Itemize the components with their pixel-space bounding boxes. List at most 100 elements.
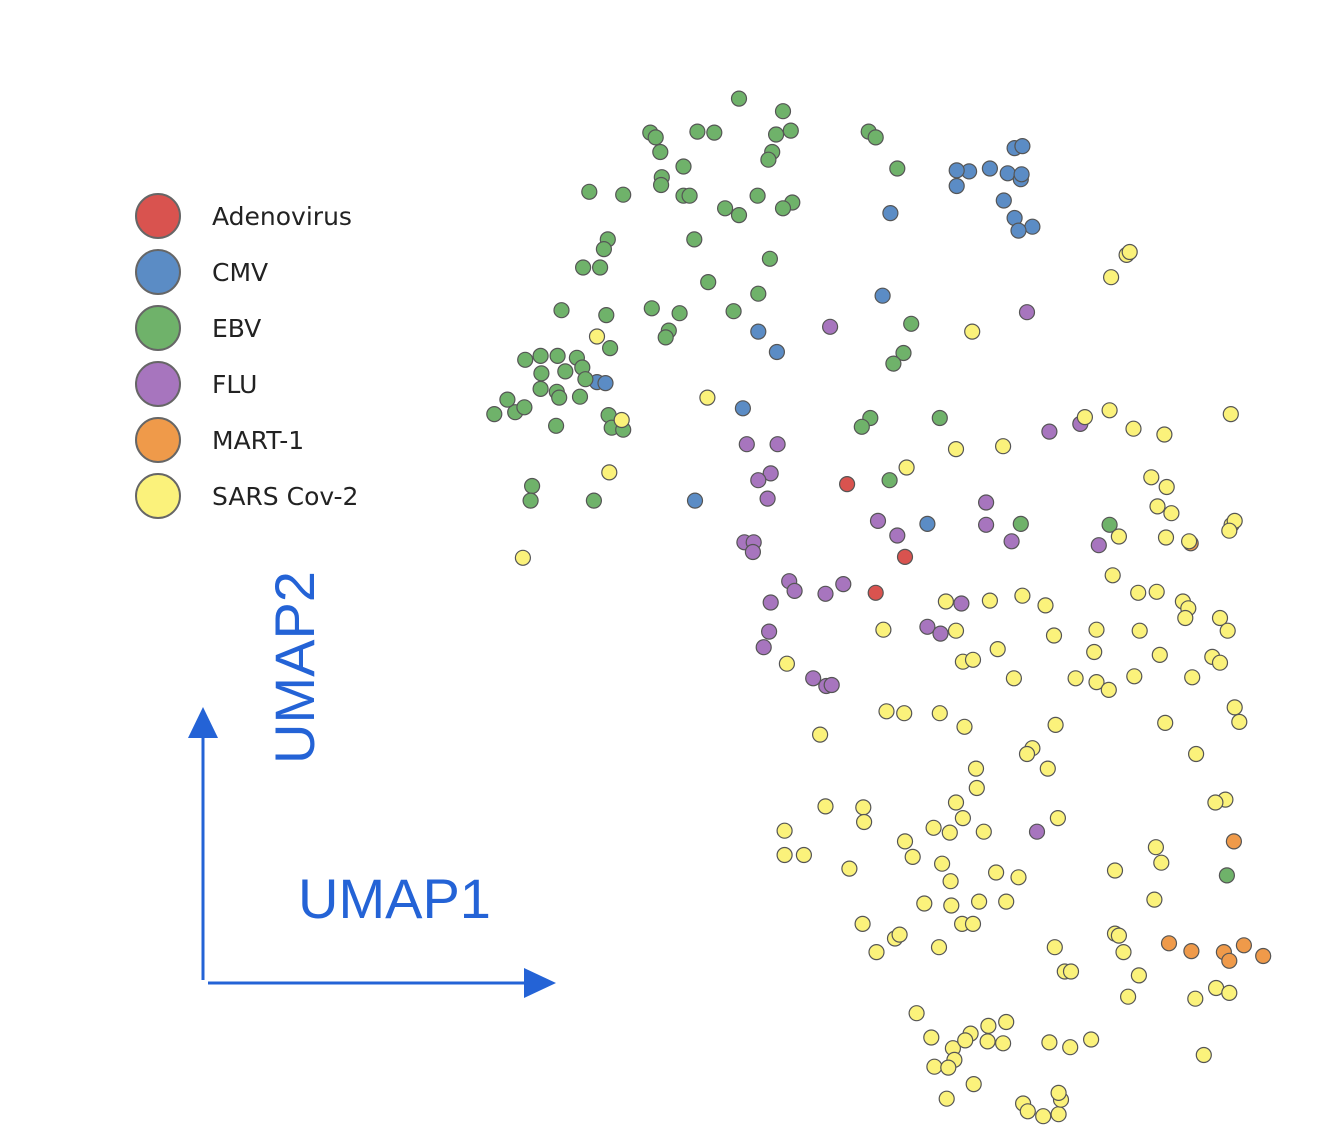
data-point (1106, 862, 1124, 879)
data-point (774, 103, 792, 120)
data-point (532, 347, 549, 364)
data-point (1125, 420, 1142, 437)
data-point (1231, 713, 1248, 731)
data-point (776, 846, 793, 864)
data-point (948, 162, 965, 179)
data-point (557, 363, 574, 380)
data-point (647, 129, 664, 146)
data-point (1049, 809, 1067, 827)
data-point (932, 625, 949, 642)
data-point (762, 594, 779, 611)
data-point (937, 593, 955, 610)
data-point (868, 943, 885, 961)
data-point (1045, 627, 1063, 644)
data-point (854, 915, 871, 933)
data-point (716, 200, 734, 217)
data-point (942, 873, 959, 890)
data-point (938, 1090, 955, 1107)
data-point (1130, 584, 1147, 601)
data-point (835, 575, 852, 593)
data-point (1211, 654, 1229, 671)
legend-item: MART-1 (135, 417, 304, 463)
data-point (994, 1035, 1012, 1052)
data-point (533, 365, 550, 382)
legend-item: Adenovirus (135, 193, 352, 239)
data-point (689, 123, 706, 140)
legend-item: EBV (135, 305, 261, 351)
data-point (549, 347, 566, 364)
data-point (925, 819, 942, 836)
data-point (761, 250, 779, 267)
data-point (686, 492, 704, 509)
data-point (786, 582, 803, 600)
data-point (1146, 891, 1163, 908)
data-point (1126, 668, 1143, 685)
data-point (1076, 409, 1094, 426)
axis-guide: UMAP1 UMAP2 (188, 571, 556, 998)
data-point (486, 406, 503, 423)
data-point (657, 329, 674, 346)
data-point (1177, 609, 1194, 627)
data-point (598, 307, 615, 324)
data-point (1018, 745, 1036, 763)
data-point (1121, 243, 1138, 261)
data-point (1222, 406, 1239, 423)
data-point (977, 516, 995, 533)
data-point (878, 703, 895, 720)
data-point (891, 926, 908, 943)
data-point (981, 160, 999, 177)
legend-swatch (135, 249, 181, 295)
data-point (948, 177, 965, 195)
legend-label: SARS Cov-2 (212, 482, 358, 511)
data-point (1014, 138, 1031, 155)
data-point (517, 351, 534, 368)
legend-item: CMV (135, 249, 268, 295)
data-point (875, 621, 892, 638)
data-point (998, 1013, 1015, 1031)
series-ebv (486, 90, 1236, 884)
legend-swatch (135, 473, 181, 519)
data-point (941, 824, 958, 841)
legend-label: MART-1 (212, 426, 304, 455)
data-point (547, 417, 565, 434)
data-point (1110, 528, 1128, 545)
data-point (1156, 426, 1173, 443)
data-point (1012, 515, 1029, 533)
data-point (1101, 516, 1118, 533)
data-point (923, 1029, 940, 1046)
data-point (1010, 869, 1027, 886)
data-point (1148, 583, 1165, 600)
data-point (867, 584, 884, 601)
data-point (981, 592, 999, 609)
data-point (768, 343, 786, 361)
data-point (1003, 533, 1020, 550)
legend-label: FLU (212, 370, 257, 399)
data-point (954, 809, 972, 827)
data-point (1130, 967, 1148, 984)
data-point (595, 241, 613, 258)
data-point (1090, 537, 1107, 554)
data-point (811, 726, 829, 743)
data-point (931, 705, 948, 722)
data-point (869, 512, 887, 530)
data-point (995, 192, 1012, 209)
data-point (795, 846, 813, 864)
data-point (1160, 935, 1178, 952)
data-point (1062, 1039, 1079, 1056)
data-point (970, 893, 988, 910)
data-point (1046, 939, 1063, 956)
data-point (581, 183, 598, 200)
data-point (896, 705, 913, 722)
data-point (898, 459, 915, 476)
data-point (855, 813, 873, 831)
data-point (782, 122, 799, 139)
data-point (977, 494, 995, 511)
data-point (1255, 947, 1272, 965)
data-point (1086, 643, 1103, 661)
data-point (522, 492, 539, 509)
data-point (601, 340, 619, 357)
data-point (908, 1005, 925, 1022)
data-point (1184, 669, 1201, 686)
legend-item: FLU (135, 361, 257, 407)
